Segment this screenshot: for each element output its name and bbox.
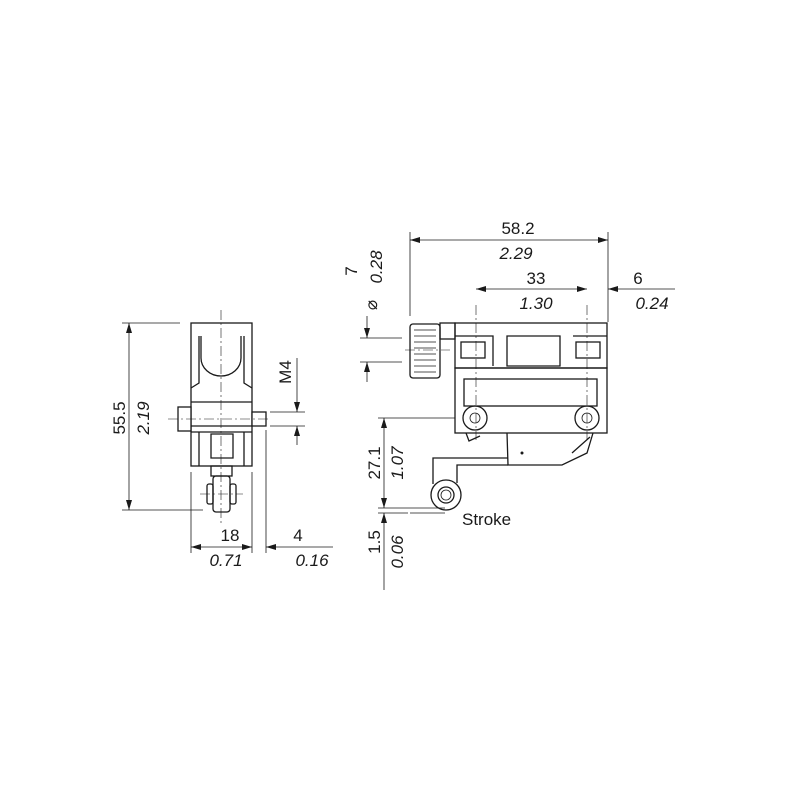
stroke-in-label: 0.06 — [388, 535, 407, 569]
front-view: 58.2 2.29 33 1.30 6 0.24 7 ⌀ 0.28 27.1 1… — [342, 219, 675, 590]
lever-stem — [210, 465, 233, 477]
head-housing — [454, 322, 608, 369]
shaft-in-label: 0.16 — [295, 551, 329, 570]
lever-arm — [432, 457, 508, 484]
lever-in-label: 1.07 — [388, 446, 407, 480]
slot-left — [460, 341, 486, 359]
height-in-label: 2.19 — [134, 401, 153, 436]
body-housing — [454, 367, 608, 434]
diameter-in-label: 0.28 — [367, 250, 386, 284]
housing-outline — [190, 322, 253, 467]
cable-entry-recess — [200, 336, 242, 377]
diameter-mm-label: 7 — [342, 266, 361, 275]
lever-mm-label: 27.1 — [365, 446, 384, 479]
body-window — [463, 378, 598, 407]
offset-in-label: 0.24 — [635, 294, 668, 313]
pitch-in-label: 1.30 — [519, 294, 553, 313]
slot-right — [575, 341, 601, 359]
thread-label: M4 — [276, 360, 295, 384]
plunger-actuator — [506, 432, 594, 466]
hex-socket-left — [469, 412, 481, 424]
mounting-hole-left — [462, 405, 488, 431]
head-detail — [455, 335, 607, 367]
housing-detail — [190, 336, 253, 389]
body-tab — [465, 432, 481, 442]
width-in-label: 0.71 — [209, 551, 242, 570]
height-mm-label: 55.5 — [110, 401, 129, 434]
stroke-label: Stroke — [462, 510, 511, 529]
roller-inner — [437, 486, 455, 504]
diameter-symbol: ⌀ — [362, 300, 381, 310]
stroke-mm-label: 1.5 — [365, 530, 384, 554]
pitch-mm-label: 33 — [527, 269, 546, 288]
width-mm-label: 18 — [221, 526, 240, 545]
roller-axle — [440, 489, 452, 501]
knurled-cable-gland — [409, 323, 441, 379]
length-mm-label: 58.2 — [501, 219, 534, 238]
gland-neck — [439, 322, 456, 340]
pivot-dot — [520, 451, 524, 455]
side-view: 55.5 2.19 M4 18 0.71 4 0.16 — [110, 310, 333, 570]
lever-mount — [198, 432, 245, 466]
knurling — [414, 329, 436, 373]
offset-mm-label: 6 — [633, 269, 642, 288]
shaft-mm-label: 4 — [293, 526, 302, 545]
roller-outer — [430, 479, 462, 511]
length-in-label: 2.29 — [498, 244, 533, 263]
mounting-hole-right — [574, 405, 600, 431]
